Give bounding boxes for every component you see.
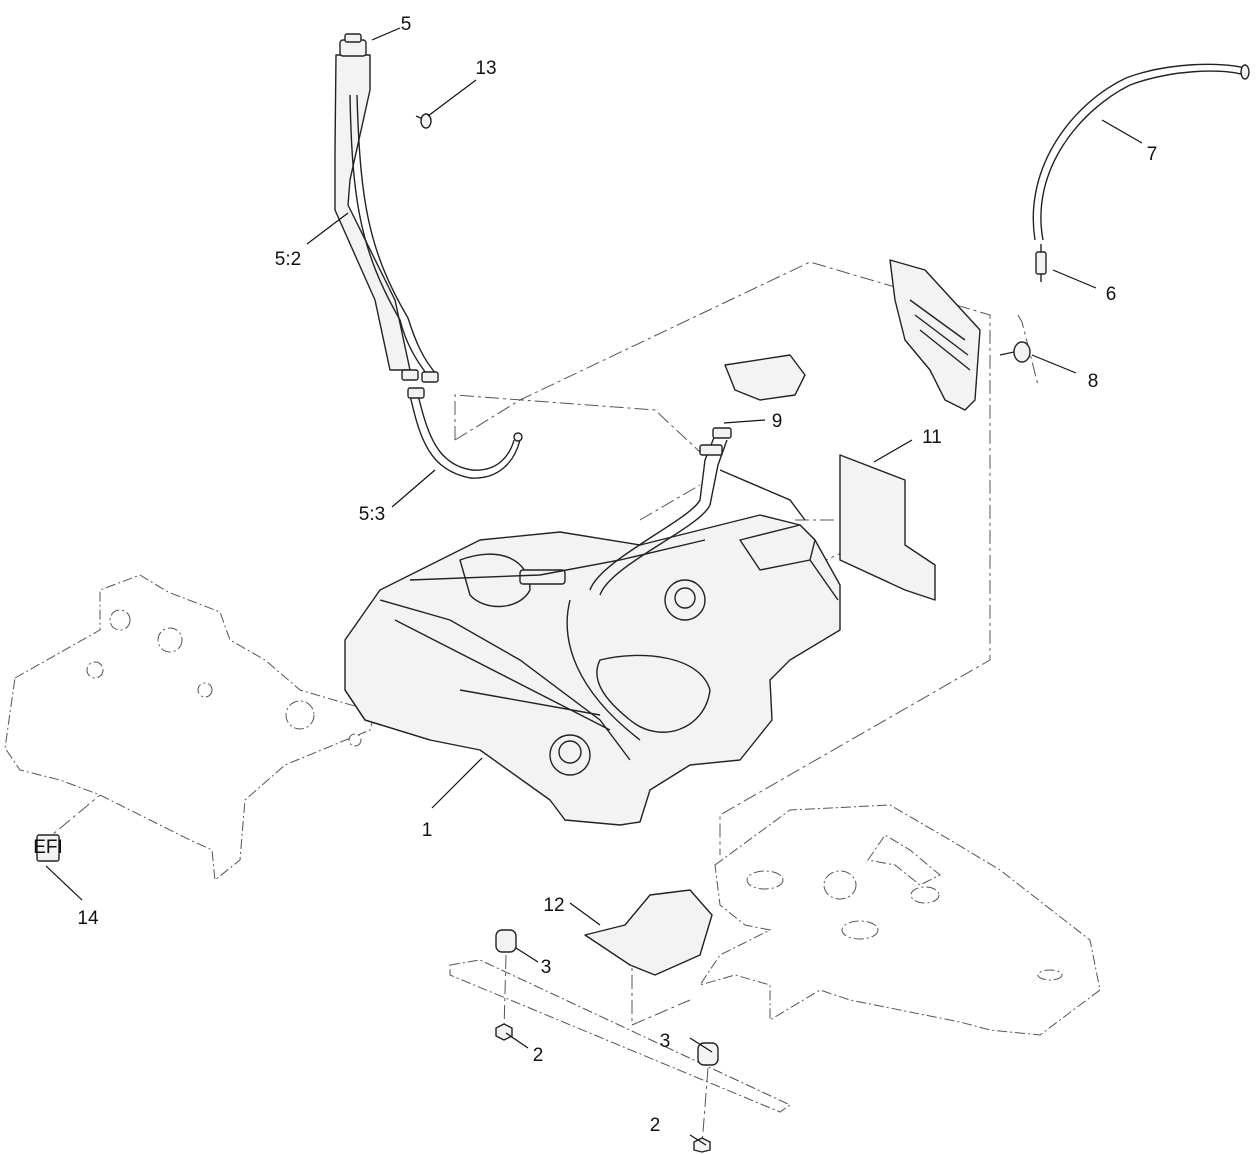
callout-decal: 14 [77,908,99,929]
left-frame-plate [4,574,376,881]
nut-left [495,1023,513,1041]
callout-fitting: 6 [1106,284,1117,305]
callout-insulator: 11 [922,427,942,448]
callout-bumper-right: 3 [660,1031,671,1052]
callout-nut-left: 2 [533,1045,544,1066]
callout-overflow-hose: 7 [1147,144,1158,165]
fuel-tank [344,514,841,826]
callout-heat-shield: 12 [543,895,564,916]
callout-screw: 13 [475,58,496,79]
overflow-hose [1032,63,1250,241]
mounting-rail [449,959,791,1113]
filler-neck [334,33,411,371]
callout-vent-hose: 5:2 [275,249,301,270]
heat-shield [584,889,713,976]
right-frame-plate [698,804,1101,1036]
efi-decal: EFI [33,834,63,862]
insulator [839,454,936,601]
leader-lines [45,27,1143,1146]
fitting [1035,244,1047,282]
callout-fill-hose: 5:3 [359,504,385,525]
bumper-left [495,929,517,1031]
vent-hose [349,94,439,383]
callout-nut-right: 2 [650,1115,661,1136]
callout-filler-neck: 5 [401,14,412,35]
callout-fuel-line-clip: 9 [772,411,783,432]
screw [415,113,432,129]
nut-right [693,1137,711,1153]
grommet [999,341,1031,363]
callout-grommet: 8 [1088,371,1099,392]
fill-hose [407,387,523,479]
callout-fuel-tank: 1 [422,820,433,841]
bracket [889,259,981,411]
bumper-right [697,1042,719,1146]
decal-text: EFI [33,837,63,858]
callout-labels: 1 2 2 3 3 5 13 5:2 5:3 6 7 8 9 11 12 14 [77,14,1157,1136]
callout-bumper-left: 3 [541,957,552,978]
fuel-lines [566,354,806,741]
